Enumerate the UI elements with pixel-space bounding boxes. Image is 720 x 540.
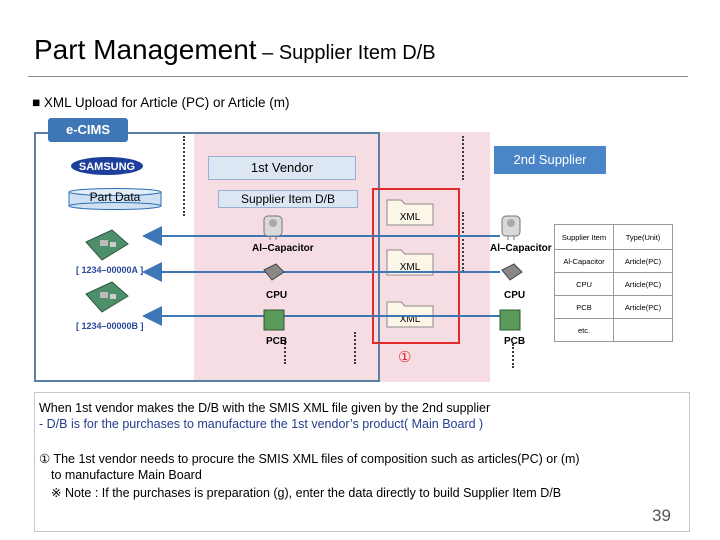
product-code: [ 1234–00000B ] bbox=[76, 321, 144, 331]
folder-icon bbox=[386, 249, 434, 276]
product-code: [ 1234–00000A ] bbox=[76, 265, 144, 275]
table-cell: PCB bbox=[554, 295, 614, 319]
dotted-divider bbox=[284, 340, 286, 364]
pcb-icon bbox=[499, 309, 521, 331]
title-sub: – Supplier Item D/B bbox=[256, 42, 436, 64]
table-cell: Al-Capacitor bbox=[554, 249, 614, 273]
note-line: ※ Note : If the purchases is preparation… bbox=[51, 486, 562, 500]
dotted-divider bbox=[183, 136, 185, 216]
capacitor-icon bbox=[501, 215, 521, 240]
note-line: to manufacture Main Board bbox=[51, 468, 202, 482]
part-data-label: Part Data bbox=[89, 190, 141, 204]
table-cell bbox=[613, 318, 673, 342]
folder-icon bbox=[386, 301, 434, 328]
step-marker: ① bbox=[398, 349, 412, 366]
main-board-icon bbox=[85, 281, 129, 313]
notes-box: When 1st vendor makes the D/B with the S… bbox=[34, 392, 690, 532]
table-cell: CPU bbox=[554, 272, 614, 296]
xml-label: XML bbox=[399, 262, 421, 273]
cpu-icon bbox=[263, 263, 285, 281]
note-line: - D/B is for the purchases to manufactur… bbox=[39, 417, 484, 431]
dotted-divider bbox=[462, 212, 464, 272]
dotted-divider bbox=[512, 344, 514, 368]
pcb-label: PCB bbox=[266, 336, 288, 347]
note-line: ① The 1st vendor needs to procure the SM… bbox=[39, 452, 580, 466]
samsung-logo: SAMSUNG bbox=[71, 157, 143, 175]
title-divider bbox=[28, 76, 688, 77]
second-supplier-label: 2nd Supplier bbox=[494, 146, 606, 174]
main-board-icon bbox=[85, 229, 129, 261]
pcb-icon bbox=[263, 309, 285, 331]
page-number: 39 bbox=[652, 506, 671, 525]
ai-capacitor-label: Al–Capacitor bbox=[490, 243, 552, 254]
xml-label: XML bbox=[399, 314, 421, 325]
table-cell: Supplier Item bbox=[554, 224, 614, 250]
xml-label: XML bbox=[399, 212, 421, 223]
note-line: When 1st vendor makes the D/B with the S… bbox=[39, 401, 491, 415]
supplier-item-db-tab: Supplier Item D/B bbox=[218, 190, 358, 208]
ai-capacitor-label: Al–Capacitor bbox=[252, 243, 314, 254]
database-icon bbox=[68, 188, 162, 210]
ecims-box bbox=[34, 132, 380, 382]
table-cell: etc. bbox=[554, 318, 614, 342]
table-cell: Article(PC) bbox=[613, 249, 673, 273]
pcb-label: PCB bbox=[504, 336, 526, 347]
table-cell: Article(PC) bbox=[613, 272, 673, 296]
cpu-label: CPU bbox=[504, 290, 526, 301]
title-main: Part Management bbox=[34, 34, 257, 65]
table-row: etc. bbox=[554, 318, 673, 342]
table-cell: Article(PC) bbox=[613, 295, 673, 319]
page-title: Part Management – Supplier Item D/B bbox=[34, 34, 436, 66]
ecims-badge: e-CIMS bbox=[48, 118, 128, 142]
first-vendor-label: 1st Vendor bbox=[208, 156, 356, 180]
dotted-divider bbox=[462, 136, 464, 180]
svg-text:SAMSUNG: SAMSUNG bbox=[79, 161, 135, 173]
cpu-icon bbox=[501, 263, 523, 281]
capacitor-icon bbox=[263, 215, 283, 240]
xml-highlight-box bbox=[372, 188, 460, 344]
table-cell: Type(Unit) bbox=[613, 224, 673, 250]
dotted-divider bbox=[354, 332, 356, 364]
cpu-label: CPU bbox=[266, 290, 288, 301]
folder-icon bbox=[386, 199, 434, 226]
section-subtitle: ■ XML Upload for Article (PC) or Article… bbox=[32, 95, 290, 110]
